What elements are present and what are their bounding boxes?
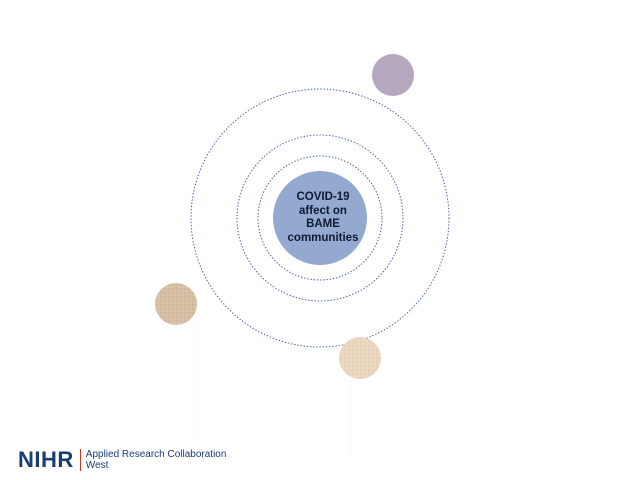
bottom-right-satellite-circle bbox=[339, 337, 381, 379]
center-label: COVID-19 affect on BAME communities bbox=[277, 178, 369, 258]
logo-mark: NIHR bbox=[18, 447, 74, 472]
inner-ring bbox=[257, 155, 383, 281]
outer-ring bbox=[190, 88, 450, 348]
faint-guide-lines bbox=[196, 322, 351, 460]
center-label-line-2: affect on bbox=[299, 204, 347, 217]
top-satellite-circle bbox=[372, 54, 414, 96]
logo-divider bbox=[79, 449, 81, 471]
logo-text-line-2: West bbox=[85, 460, 109, 471]
logo-text-line-1: Applied Research Collaboration bbox=[85, 449, 227, 460]
center-circle bbox=[273, 171, 367, 265]
center-label-line-3: BAME bbox=[306, 218, 340, 230]
middle-ring bbox=[236, 134, 404, 302]
logo-text: Applied Research Collaboration West bbox=[86, 449, 227, 471]
nihr-logo: NIHR Applied Research Collaboration West bbox=[18, 446, 226, 474]
center-label-line-1: COVID-19 bbox=[296, 191, 350, 203]
left-satellite-circle bbox=[155, 283, 197, 325]
center-label-line-4: communities bbox=[287, 231, 359, 244]
